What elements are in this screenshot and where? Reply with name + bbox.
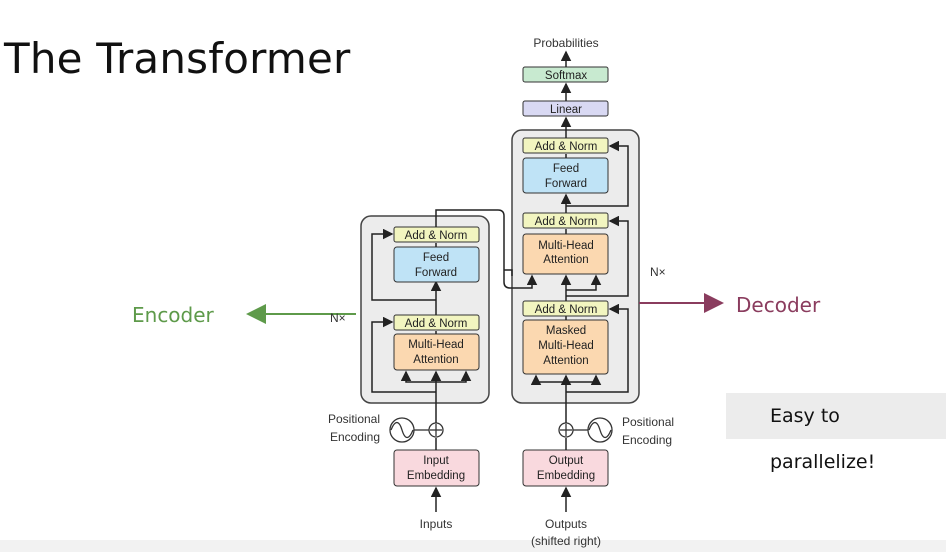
slide-title: The Transformer: [4, 34, 351, 83]
decoder-nx-text: N×: [650, 265, 666, 279]
parallelize-note: Easy to parallelize!: [726, 393, 946, 473]
probabilities-text: Probabilities: [533, 36, 598, 50]
decoder-positional-text-1: Positional: [622, 415, 674, 429]
decoder-masked-text-2: Multi-Head: [538, 340, 594, 352]
encoder-addnorm-1-text: Add & Norm: [405, 318, 468, 330]
encoder-label: Encoder: [132, 303, 214, 327]
encoder-stack: [360, 215, 490, 404]
inputs-text: Inputs: [420, 517, 453, 531]
decoder-positional-text-2: Encoding: [622, 433, 672, 447]
outputs-text-2: (shifted right): [531, 534, 601, 548]
decoder-ff-text-1: Feed: [553, 163, 579, 175]
output-embedding-text-1: Output: [549, 455, 584, 467]
decoder-ff-text-2: Forward: [545, 178, 587, 190]
decoder-addnorm-2-text: Add & Norm: [535, 216, 598, 228]
encoder-positional-text-1: Positional: [328, 412, 380, 426]
decoder-blocks: [522, 50, 629, 512]
encoder-ff-text-1: Feed: [423, 252, 449, 264]
encoder-blocks: [371, 209, 538, 512]
decoder-cross-att-text-1: Multi-Head: [538, 240, 594, 252]
output-embedding-text-2: Embedding: [537, 470, 595, 482]
softmax-text: Softmax: [545, 70, 587, 82]
decoder-label: Decoder: [736, 293, 821, 317]
encoder-att-text-1: Multi-Head: [408, 339, 464, 351]
encoder-ff-text-2: Forward: [415, 267, 457, 279]
outputs-text-1: Outputs: [545, 517, 587, 531]
input-embedding-text-1: Input: [423, 455, 449, 467]
input-embedding-text-2: Embedding: [407, 470, 465, 482]
decoder-masked-text-1: Masked: [546, 325, 586, 337]
encoder-att-text-2: Attention: [413, 354, 458, 366]
decoder-addnorm-1-text: Add & Norm: [535, 304, 598, 316]
decoder-addnorm-3-text: Add & Norm: [535, 141, 598, 153]
linear-text: Linear: [550, 104, 582, 116]
encoder-positional-text-2: Encoding: [330, 430, 380, 444]
bottom-bar: [0, 540, 946, 552]
decoder-cross-att-text-2: Attention: [543, 254, 588, 266]
decoder-masked-text-3: Attention: [543, 355, 588, 367]
encoder-addnorm-2-text: Add & Norm: [405, 230, 468, 242]
encoder-nx-text: N×: [330, 311, 346, 325]
